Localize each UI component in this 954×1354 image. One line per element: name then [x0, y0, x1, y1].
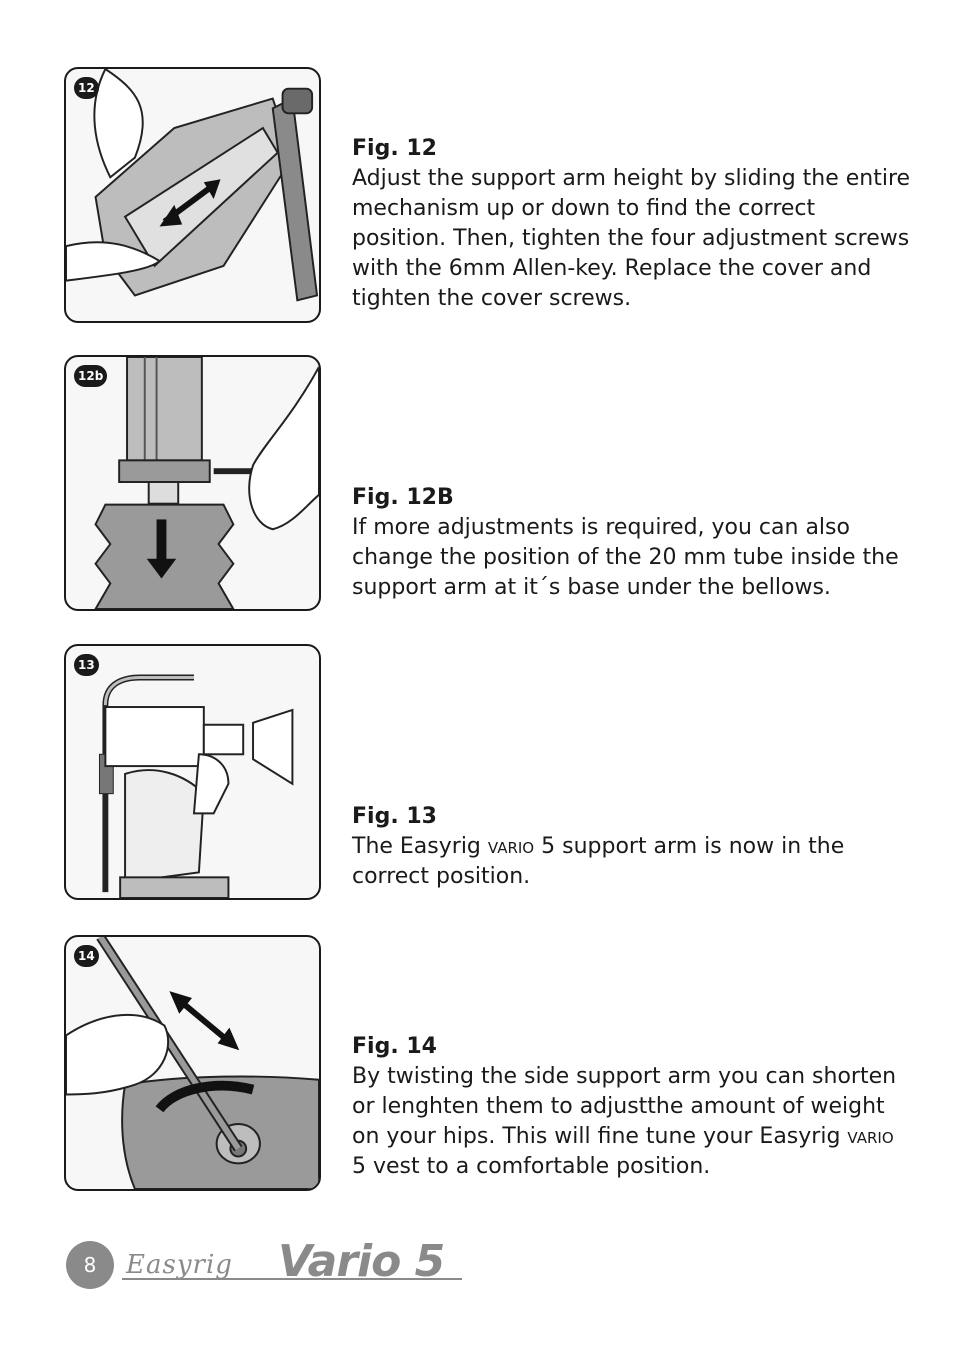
figure-12b-caption: Fig. 12B If more adjustments is required…	[352, 483, 912, 603]
figure-13-caption: Fig. 13 The Easyrig vario 5 support arm …	[352, 802, 912, 892]
figure-12b-title: Fig. 12B	[352, 485, 454, 510]
side-arm-twist-illustration	[66, 937, 319, 1189]
figure-14-caption: Fig. 14 By twisting the side support arm…	[352, 1032, 912, 1182]
figure-12-illustration: 12	[64, 67, 321, 323]
figure-12-title: Fig. 12	[352, 136, 437, 161]
figure-14-illustration: 14	[64, 935, 321, 1191]
vest-adjust-illustration	[66, 69, 319, 302]
figure-14-text: By twisting the side support arm you can…	[352, 1064, 897, 1179]
figure-12-caption: Fig. 12 Adjust the support arm height by…	[352, 134, 912, 314]
page-number: 8	[66, 1241, 114, 1289]
figure-12-badge: 12	[74, 77, 99, 99]
logo-easyrig-text: Easyrig	[126, 1250, 233, 1280]
camera-rig-illustration	[98, 674, 294, 898]
figure-12b-illustration: 12b	[64, 355, 321, 611]
figure-14-title: Fig. 14	[352, 1034, 437, 1059]
figure-13-badge: 13	[74, 654, 99, 676]
figure-13-text: The Easyrig vario 5 support arm is now i…	[352, 834, 845, 889]
figure-14-badge: 14	[74, 945, 99, 967]
tube-bellows-illustration	[94, 357, 319, 609]
figure-13-illustration: 13	[64, 644, 321, 900]
logo-underline	[122, 1278, 462, 1280]
figure-12b-text: If more adjustments is required, you can…	[352, 515, 899, 600]
figure-13-title: Fig. 13	[352, 804, 437, 829]
figure-12-text: Adjust the support arm height by sliding…	[352, 166, 911, 311]
easyrig-vario5-logo: Easyrig Vario 5	[122, 1236, 472, 1290]
figure-12b-badge: 12b	[74, 365, 108, 387]
